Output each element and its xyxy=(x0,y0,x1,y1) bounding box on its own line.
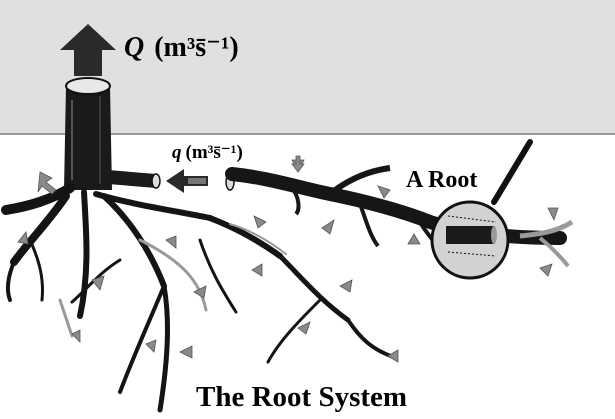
root-system-label: The Root System xyxy=(196,383,407,412)
trunk xyxy=(64,78,112,190)
root-flux-symbol: q xyxy=(172,142,182,163)
arrow-up-icon xyxy=(60,24,116,76)
cut-root-left xyxy=(108,170,160,188)
root-flux-unit: (m³s̄⁻¹) xyxy=(186,142,243,163)
magnifying-glass-icon xyxy=(432,142,530,278)
total-flux-label: Q (m³s̄⁻¹) xyxy=(124,34,239,62)
root-flux-label: q(m³s̄⁻¹) xyxy=(172,143,243,162)
single-root-label: A Root xyxy=(406,168,477,192)
arrow-left-icon xyxy=(166,169,208,193)
total-flux-unit: (m³s̄⁻¹) xyxy=(154,32,238,63)
root-system xyxy=(6,188,396,410)
total-flux-symbol: Q xyxy=(124,32,144,63)
